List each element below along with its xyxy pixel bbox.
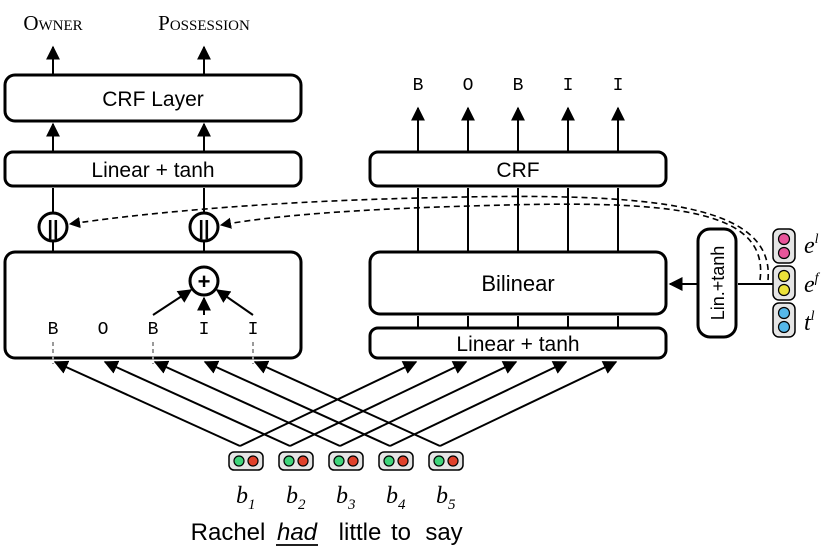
owner-label: Owner <box>23 11 82 35</box>
dashed-arrow-right-concat <box>219 203 762 281</box>
embedding-el-dot-1 <box>777 232 791 246</box>
token-label-5: b5 <box>436 483 456 513</box>
bilinear-box <box>368 250 668 316</box>
token-1-green-dot <box>233 455 245 467</box>
token-embeddings: b1 b2 b3 b4 b5 <box>228 451 464 513</box>
word-rachel: Rachel <box>191 519 266 546</box>
b3-to-sum-arrow <box>152 289 193 316</box>
right-output-2: O <box>463 76 474 96</box>
crf-layer-label: CRF Layer <box>102 88 204 111</box>
right-linear-tanh-label: Linear + tanh <box>456 333 579 356</box>
embedding-tl-label: tl <box>804 309 815 336</box>
bilinear-label: Bilinear <box>481 271 554 296</box>
b1-to-right-arrow <box>239 361 418 447</box>
b3-to-right-arrow <box>339 361 518 447</box>
right-output-3: B <box>513 76 524 96</box>
b1-to-left-arrow <box>53 360 241 447</box>
left-linear-tanh-box <box>3 150 303 188</box>
left-linear-tanh-label: Linear + tanh <box>91 159 214 182</box>
right-branch: B O B I I CRF Bilinear Linear + tanh <box>368 76 776 360</box>
embedding-tl-dot-2 <box>777 320 791 334</box>
concat-symbol-right: || <box>198 218 209 240</box>
crf-layer-box <box>3 73 303 123</box>
token-1-red-dot <box>247 455 259 467</box>
word-had: had <box>277 519 318 546</box>
b4-to-right-arrow <box>389 361 568 447</box>
token-label-4: b4 <box>386 483 406 513</box>
word-little: little <box>339 519 382 546</box>
word-say: say <box>425 519 462 546</box>
right-output-4: I <box>563 76 574 96</box>
token-label-2: b2 <box>286 483 306 513</box>
left-tag-3: B <box>148 320 159 340</box>
word-to: to <box>391 519 411 546</box>
token-capsule-3 <box>328 451 364 471</box>
embedding-ef-label: ef <box>804 271 821 298</box>
b3-to-left-arrow <box>153 360 341 447</box>
right-linear-tanh-box <box>368 326 668 360</box>
b2-to-right-arrow <box>289 361 468 447</box>
token-5-red-dot <box>447 455 459 467</box>
embedding-el-dot-2 <box>777 246 791 260</box>
token-2-green-dot <box>283 455 295 467</box>
token-4-green-dot <box>383 455 395 467</box>
token-3-red-dot <box>347 455 359 467</box>
token-5-green-dot <box>433 455 445 467</box>
right-output-1: B <box>413 76 424 96</box>
token-capsule-1 <box>228 451 264 471</box>
lin-tanh-vertical-label: Lin.+tanh <box>708 246 728 321</box>
left-tag-4: I <box>199 320 210 340</box>
left-tag-2: O <box>98 320 109 340</box>
token-capsule-4 <box>378 451 414 471</box>
token-4-red-dot <box>397 455 409 467</box>
embedding-ef-dot-2 <box>777 283 791 297</box>
embedding-el-label: el <box>804 232 819 259</box>
token-capsule-5 <box>428 451 464 471</box>
crf-box <box>368 150 668 188</box>
token-capsule-2 <box>278 451 314 471</box>
sentence: Rachel had little to say <box>191 519 463 546</box>
b5-to-left-arrow <box>253 360 441 447</box>
left-tag-5: I <box>248 320 259 340</box>
possession-label: Possession <box>158 11 250 35</box>
embedding-tl-dot-1 <box>777 306 791 320</box>
b4-to-left-arrow <box>203 360 391 447</box>
sum-circle <box>188 265 220 297</box>
b5-to-right-arrow <box>439 361 618 447</box>
i5-to-sum-arrow <box>215 289 254 316</box>
token-label-1: b1 <box>236 483 256 513</box>
b2-to-left-arrow <box>103 360 291 447</box>
token-2-red-dot <box>297 455 309 467</box>
token-label-3: b3 <box>336 483 356 513</box>
embedding-ef-dot-1 <box>777 269 791 283</box>
concat-symbol-left: || <box>47 218 58 240</box>
token-3-green-dot <box>333 455 345 467</box>
side-embeddings: el ef tl <box>772 228 821 338</box>
left-tag-1: B <box>48 320 59 340</box>
crf-label: CRF <box>496 159 539 182</box>
sum-symbol: + <box>198 269 211 294</box>
right-output-5: I <box>613 76 624 96</box>
input-arrows <box>53 360 618 447</box>
left-branch: Owner Possession CRF Layer Linear + tanh… <box>3 11 303 364</box>
